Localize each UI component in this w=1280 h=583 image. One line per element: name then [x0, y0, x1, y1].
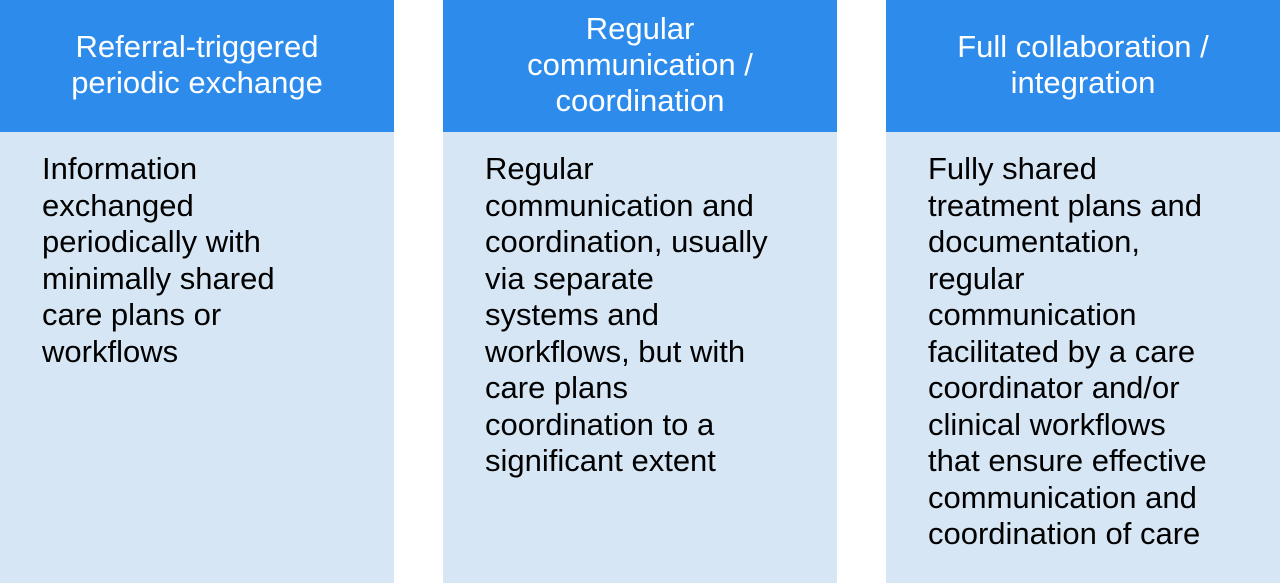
column-referral-triggered: Referral-triggered periodic exchange Inf…	[0, 0, 394, 583]
column-description: Regular communication and coordination, …	[485, 151, 768, 478]
column-header: Regular communication / coordination	[443, 0, 837, 132]
column-full-collaboration: Full collaboration / integration Fully s…	[886, 0, 1280, 583]
column-description: Fully shared treatment plans and documen…	[928, 151, 1207, 551]
column-header: Referral-triggered periodic exchange	[0, 0, 394, 132]
column-header: Full collaboration / integration	[886, 0, 1280, 132]
column-regular-communication: Regular communication / coordination Reg…	[443, 0, 837, 583]
column-description: Information exchanged periodically with …	[42, 151, 275, 369]
